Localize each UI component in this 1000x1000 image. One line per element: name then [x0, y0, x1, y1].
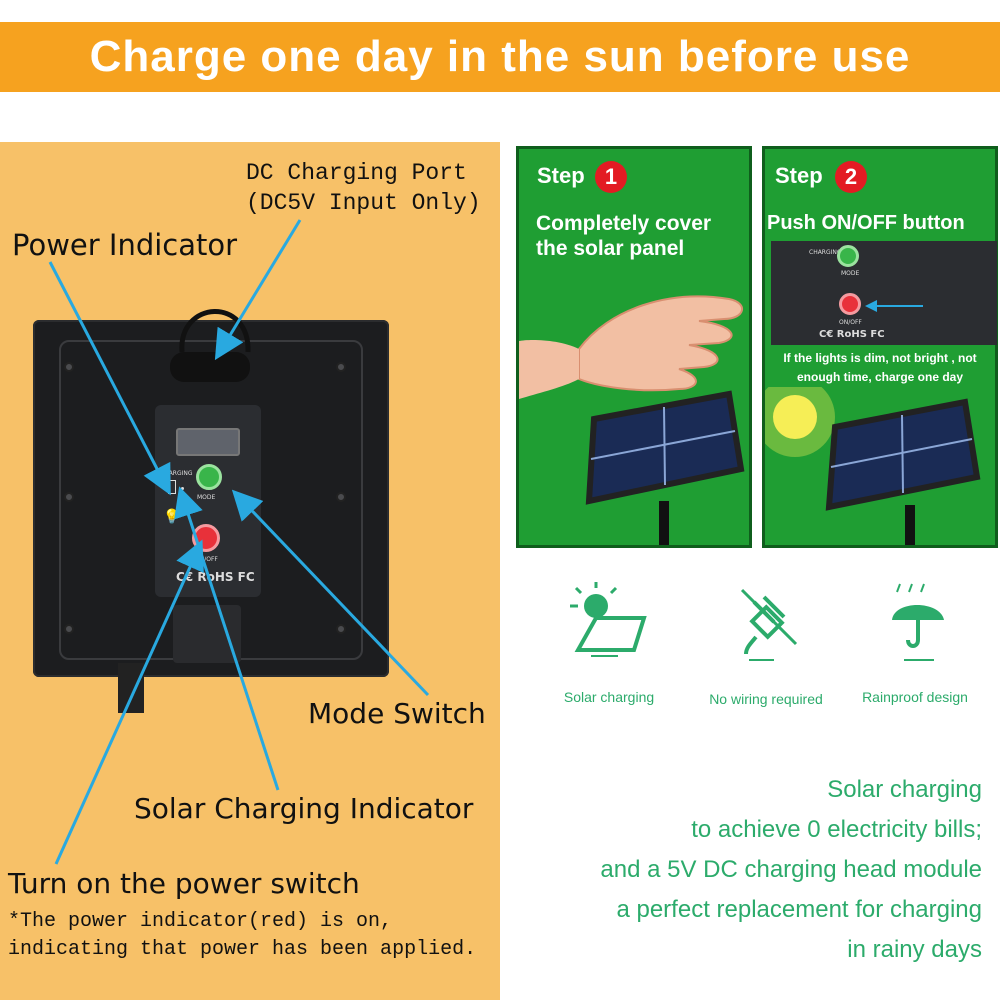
arrow-power-switch: [54, 539, 204, 865]
step2-card: Step 2 Push ON/OFF button CHARGING MODE …: [762, 146, 998, 548]
feature-label-solar: Solar charging: [563, 689, 655, 705]
hand-covering-panel-icon: [519, 295, 745, 545]
feature-label-rainproof: Rainproof design: [862, 689, 968, 705]
screw-icon: [336, 624, 346, 634]
solar-charging-indicator-label: Solar Charging Indicator: [134, 792, 474, 825]
note-line1: *The power indicator(red) is on,: [8, 910, 393, 933]
screw-icon: [64, 624, 74, 634]
step2-onoff-text: ON/OFF: [839, 319, 862, 326]
step2-title: Step: [775, 163, 823, 188]
step1-title: Step: [537, 163, 585, 188]
dc-port-label-line2: (DC5V Input Only): [246, 190, 481, 216]
step2-hint-line1: If the lights is dim, not bright , not: [783, 351, 977, 365]
summary-line4: a perfect replacement for charging: [616, 896, 982, 923]
no-plug-icon: [740, 588, 798, 661]
step1-number: 1: [595, 161, 627, 193]
feature-label-wiring: No wiring required: [709, 691, 823, 707]
note-line2: indicating that power has been applied.: [8, 938, 477, 961]
mode-switch-label: Mode Switch: [308, 697, 486, 730]
cable-loop-icon: [179, 309, 251, 353]
top-banner: Charge one day in the sun before use: [0, 22, 1000, 92]
sun-and-solar-panel-icon: [765, 387, 981, 545]
step2-desc: Push ON/OFF button: [767, 212, 965, 234]
step2-number: 2: [835, 161, 867, 193]
summary-line3: and a 5V DC charging head module: [600, 856, 982, 883]
certification-marks: C€ RoHS FC: [176, 570, 255, 584]
turn-on-label: Turn on the power switch: [8, 867, 360, 900]
display-window: [176, 428, 240, 456]
summary-line5: in rainy days: [847, 936, 982, 963]
step2-closeup-side: [923, 241, 997, 345]
step2-charging-text: CHARGING: [809, 249, 842, 256]
arrow-mode-switch: [231, 489, 430, 697]
umbrella-icon: [892, 583, 944, 661]
step2-mode-text: MODE: [841, 270, 860, 277]
arrow-solar-indicator: [174, 486, 280, 791]
arrow-dc-port: [214, 219, 302, 361]
step1-desc-line2: the solar panel: [536, 237, 685, 260]
banner-title: Charge one day in the sun before use: [89, 32, 911, 81]
solar-panel-icon: [570, 582, 647, 657]
charging-text: CHARGING: [160, 470, 193, 477]
power-indicator-label: Power Indicator: [12, 228, 238, 262]
arrow-power-indicator: [48, 261, 171, 496]
bottom-connector: [173, 605, 241, 663]
step1-desc-line1: Completely cover: [536, 212, 712, 235]
step2-hint-line2: enough time, charge one day: [796, 370, 964, 384]
mode-button[interactable]: [196, 464, 222, 490]
screw-icon: [64, 362, 74, 372]
dc-port-label-line1: DC Charging Port: [246, 160, 467, 186]
step2-power-button: [839, 293, 861, 315]
step2-mode-button: [837, 245, 859, 267]
step1-card: Step 1 Completely cover the solar panel: [516, 146, 752, 548]
summary-line2: to achieve 0 electricity bills;: [691, 816, 982, 843]
summary-line1: Solar charging: [827, 776, 982, 803]
screw-icon: [64, 492, 74, 502]
output-cable: [118, 663, 144, 713]
onoff-text: ON/OFF: [195, 556, 218, 563]
screw-icon: [336, 492, 346, 502]
mode-text: MODE: [197, 494, 216, 501]
callout-arrows: [48, 219, 430, 865]
screw-icon: [336, 362, 346, 372]
step2-certification: C€ RoHS FC: [819, 329, 885, 340]
